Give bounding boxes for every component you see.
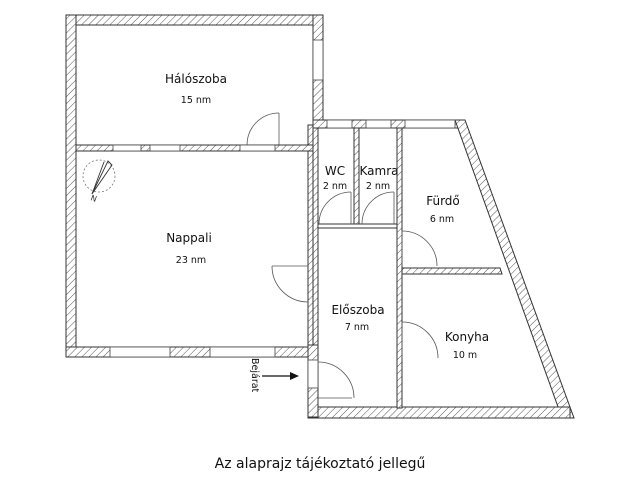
room-name-halo: Hálószoba [165,72,227,86]
north-arrow-icon: N [82,159,116,204]
room-name-nappali: Nappali [166,231,212,245]
room-area-konyha: 10 m [453,350,477,361]
doors [246,112,439,399]
room-name-kamra: Kamra [360,164,399,178]
room-name-wc: WC [325,164,345,178]
entrance-arrow-icon [262,372,299,380]
room-labels: Hálószoba 15 nm Nappali 23 nm WC 2 nm Ka… [165,72,489,393]
interior-walls [75,127,503,409]
entrance-label: Bejárat [249,358,260,393]
room-area-furdo: 6 nm [430,214,454,225]
room-area-nappali: 23 nm [176,255,206,266]
room-name-furdo: Fürdő [426,194,460,208]
disclaimer-caption: Az alaprajz tájékoztató jellegű [214,456,426,472]
room-area-kamra: 2 nm [366,181,390,192]
room-area-halo: 15 nm [181,95,211,106]
room-name-eloszoba: Előszoba [331,303,384,317]
room-area-eloszoba: 7 nm [345,322,369,333]
svg-text:N: N [89,193,98,204]
room-name-konyha: Konyha [445,330,489,344]
windows [109,39,456,389]
room-area-wc: 2 nm [323,181,347,192]
